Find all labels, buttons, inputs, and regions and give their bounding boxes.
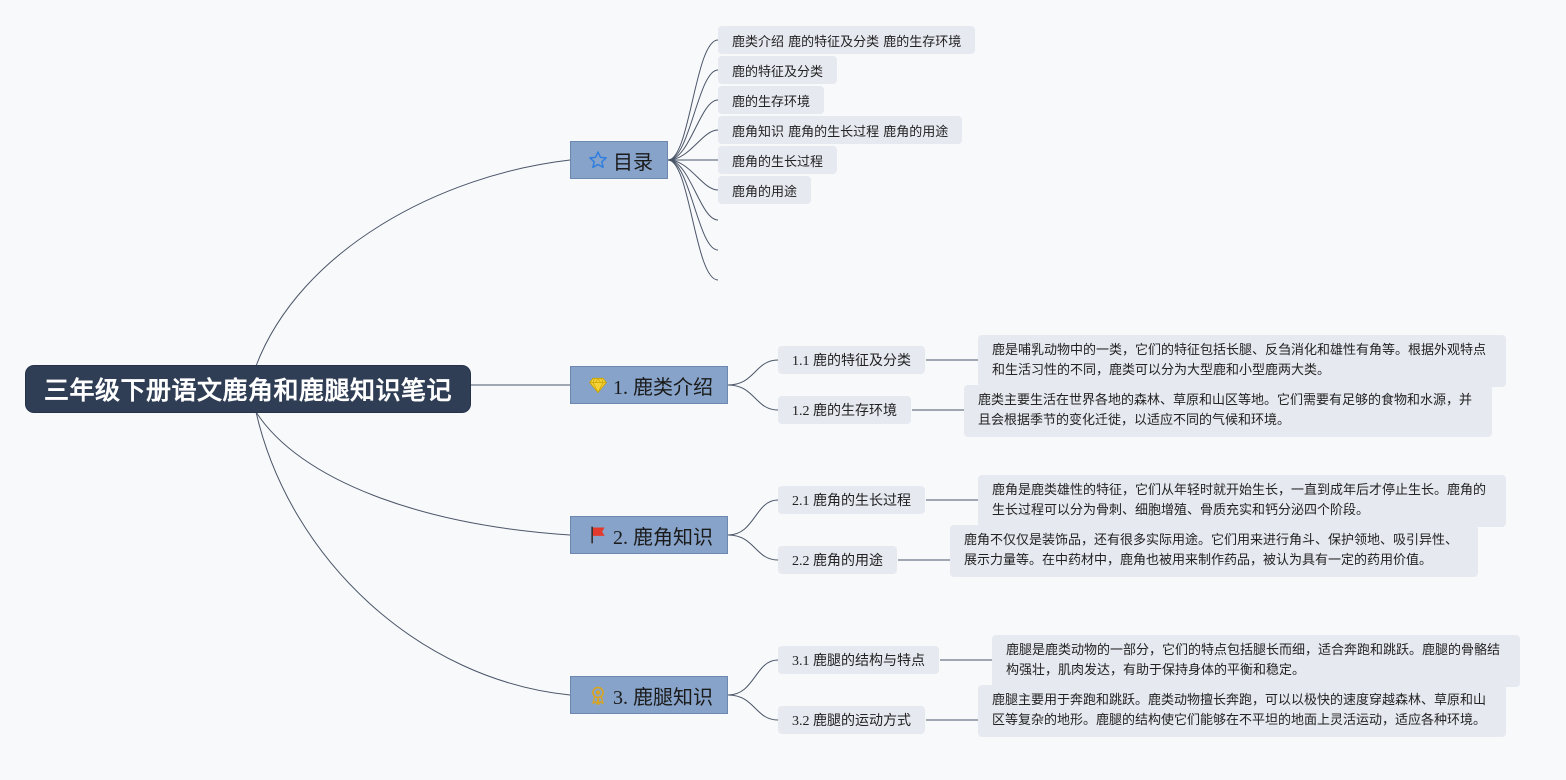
subtopic-label: 3.1 鹿腿的结构与特点	[792, 654, 925, 669]
root-title: 三年级下册语文鹿角和鹿腿知识笔记	[43, 376, 452, 405]
detail-text: 鹿类主要生活在世界各地的森林、草原和山区等地。它们需要有足够的食物和水源，并且会…	[978, 393, 1473, 428]
subtopic-label: 1.1 鹿的特征及分类	[792, 354, 911, 369]
toc-item[interactable]: 鹿类介绍 鹿的特征及分类 鹿的生存环境	[718, 26, 976, 54]
root-topic[interactable]: 三年级下册语文鹿角和鹿腿知识笔记	[26, 366, 470, 412]
subtopic[interactable]: 2.1 鹿角的生长过程	[778, 486, 925, 514]
subtopic-label: 1.2 鹿的生存环境	[792, 404, 897, 419]
detail-text: 鹿是哺乳动物中的一类，它们的特征包括长腿、反刍消化和雄性有角等。根据外观特点和生…	[992, 343, 1487, 378]
subtopic[interactable]: 3.1 鹿腿的结构与特点	[778, 646, 939, 674]
toc-item-label: 鹿的生存环境	[732, 94, 811, 110]
detail-note[interactable]: 鹿腿是鹿类动物的一部分，它们的特点包括腿长而细，适合奔跑和跳跃。鹿腿的骨骼结构强…	[992, 635, 1520, 687]
detail-note[interactable]: 鹿角是鹿类雄性的特征，它们从年轻时就开始生长，一直到成年后才停止生长。鹿角的生长…	[978, 475, 1506, 527]
toc-item-label: 鹿类介绍 鹿的特征及分类 鹿的生存环境	[732, 34, 962, 50]
toc-item[interactable]: 鹿角知识 鹿角的生长过程 鹿角的用途	[718, 116, 963, 144]
subtopic-label: 2.1 鹿角的生长过程	[792, 494, 911, 509]
toc-item[interactable]: 鹿的特征及分类	[718, 56, 838, 84]
branch-label: 2. 鹿角知识	[613, 526, 713, 549]
detail-note[interactable]: 鹿角不仅仅是装饰品，还有很多实际用途。它们用来进行角斗、保护领地、吸引异性、展示…	[950, 525, 1478, 577]
branch-label: 1. 鹿类介绍	[613, 376, 713, 399]
diamond-icon	[587, 374, 609, 396]
subtopic-label: 2.2 鹿角的用途	[792, 554, 883, 569]
detail-text: 鹿角不仅仅是装饰品，还有很多实际用途。它们用来进行角斗、保护领地、吸引异性、展示…	[964, 533, 1459, 568]
detail-text: 鹿腿是鹿类动物的一部分，它们的特点包括腿长而细，适合奔跑和跳跃。鹿腿的骨骼结构强…	[1006, 643, 1501, 678]
toc-item-label: 鹿角的用途	[732, 184, 798, 200]
detail-note[interactable]: 鹿类主要生活在世界各地的森林、草原和山区等地。它们需要有足够的食物和水源，并且会…	[964, 385, 1492, 437]
branch-section-3[interactable]: 3. 鹿腿知识	[570, 676, 728, 714]
branch-label: 目录	[613, 151, 653, 174]
detail-note[interactable]: 鹿腿主要用于奔跑和跳跃。鹿类动物擅长奔跑，可以以极快的速度穿越森林、草原和山区等…	[978, 685, 1506, 737]
detail-note[interactable]: 鹿是哺乳动物中的一类，它们的特征包括长腿、反刍消化和雄性有角等。根据外观特点和生…	[978, 335, 1506, 387]
detail-text: 鹿腿主要用于奔跑和跳跃。鹿类动物擅长奔跑，可以以极快的速度穿越森林、草原和山区等…	[992, 693, 1487, 728]
toc-item[interactable]: 鹿角的生长过程	[718, 146, 838, 174]
toc-item-label: 鹿的特征及分类	[732, 64, 824, 80]
branch-section-2[interactable]: 2. 鹿角知识	[570, 516, 728, 554]
toc-item[interactable]: 鹿的生存环境	[718, 86, 825, 114]
toc-item[interactable]: 鹿角的用途	[718, 176, 812, 204]
toc-item-label: 鹿角知识 鹿角的生长过程 鹿角的用途	[732, 124, 949, 140]
subtopic-label: 3.2 鹿腿的运动方式	[792, 714, 911, 729]
award-ribbon-icon	[587, 684, 609, 706]
detail-text: 鹿角是鹿类雄性的特征，它们从年轻时就开始生长，一直到成年后才停止生长。鹿角的生长…	[992, 483, 1487, 518]
subtopic[interactable]: 3.2 鹿腿的运动方式	[778, 706, 925, 734]
toc-item-label: 鹿角的生长过程	[732, 154, 824, 170]
red-flag-icon	[587, 524, 609, 546]
branch-toc[interactable]: 目录	[570, 141, 668, 179]
branch-section-1[interactable]: 1. 鹿类介绍	[570, 366, 728, 404]
subtopic[interactable]: 2.2 鹿角的用途	[778, 546, 897, 574]
branch-label: 3. 鹿腿知识	[613, 686, 713, 709]
subtopic[interactable]: 1.2 鹿的生存环境	[778, 396, 911, 424]
subtopic[interactable]: 1.1 鹿的特征及分类	[778, 346, 925, 374]
star-outline-icon	[587, 149, 609, 171]
